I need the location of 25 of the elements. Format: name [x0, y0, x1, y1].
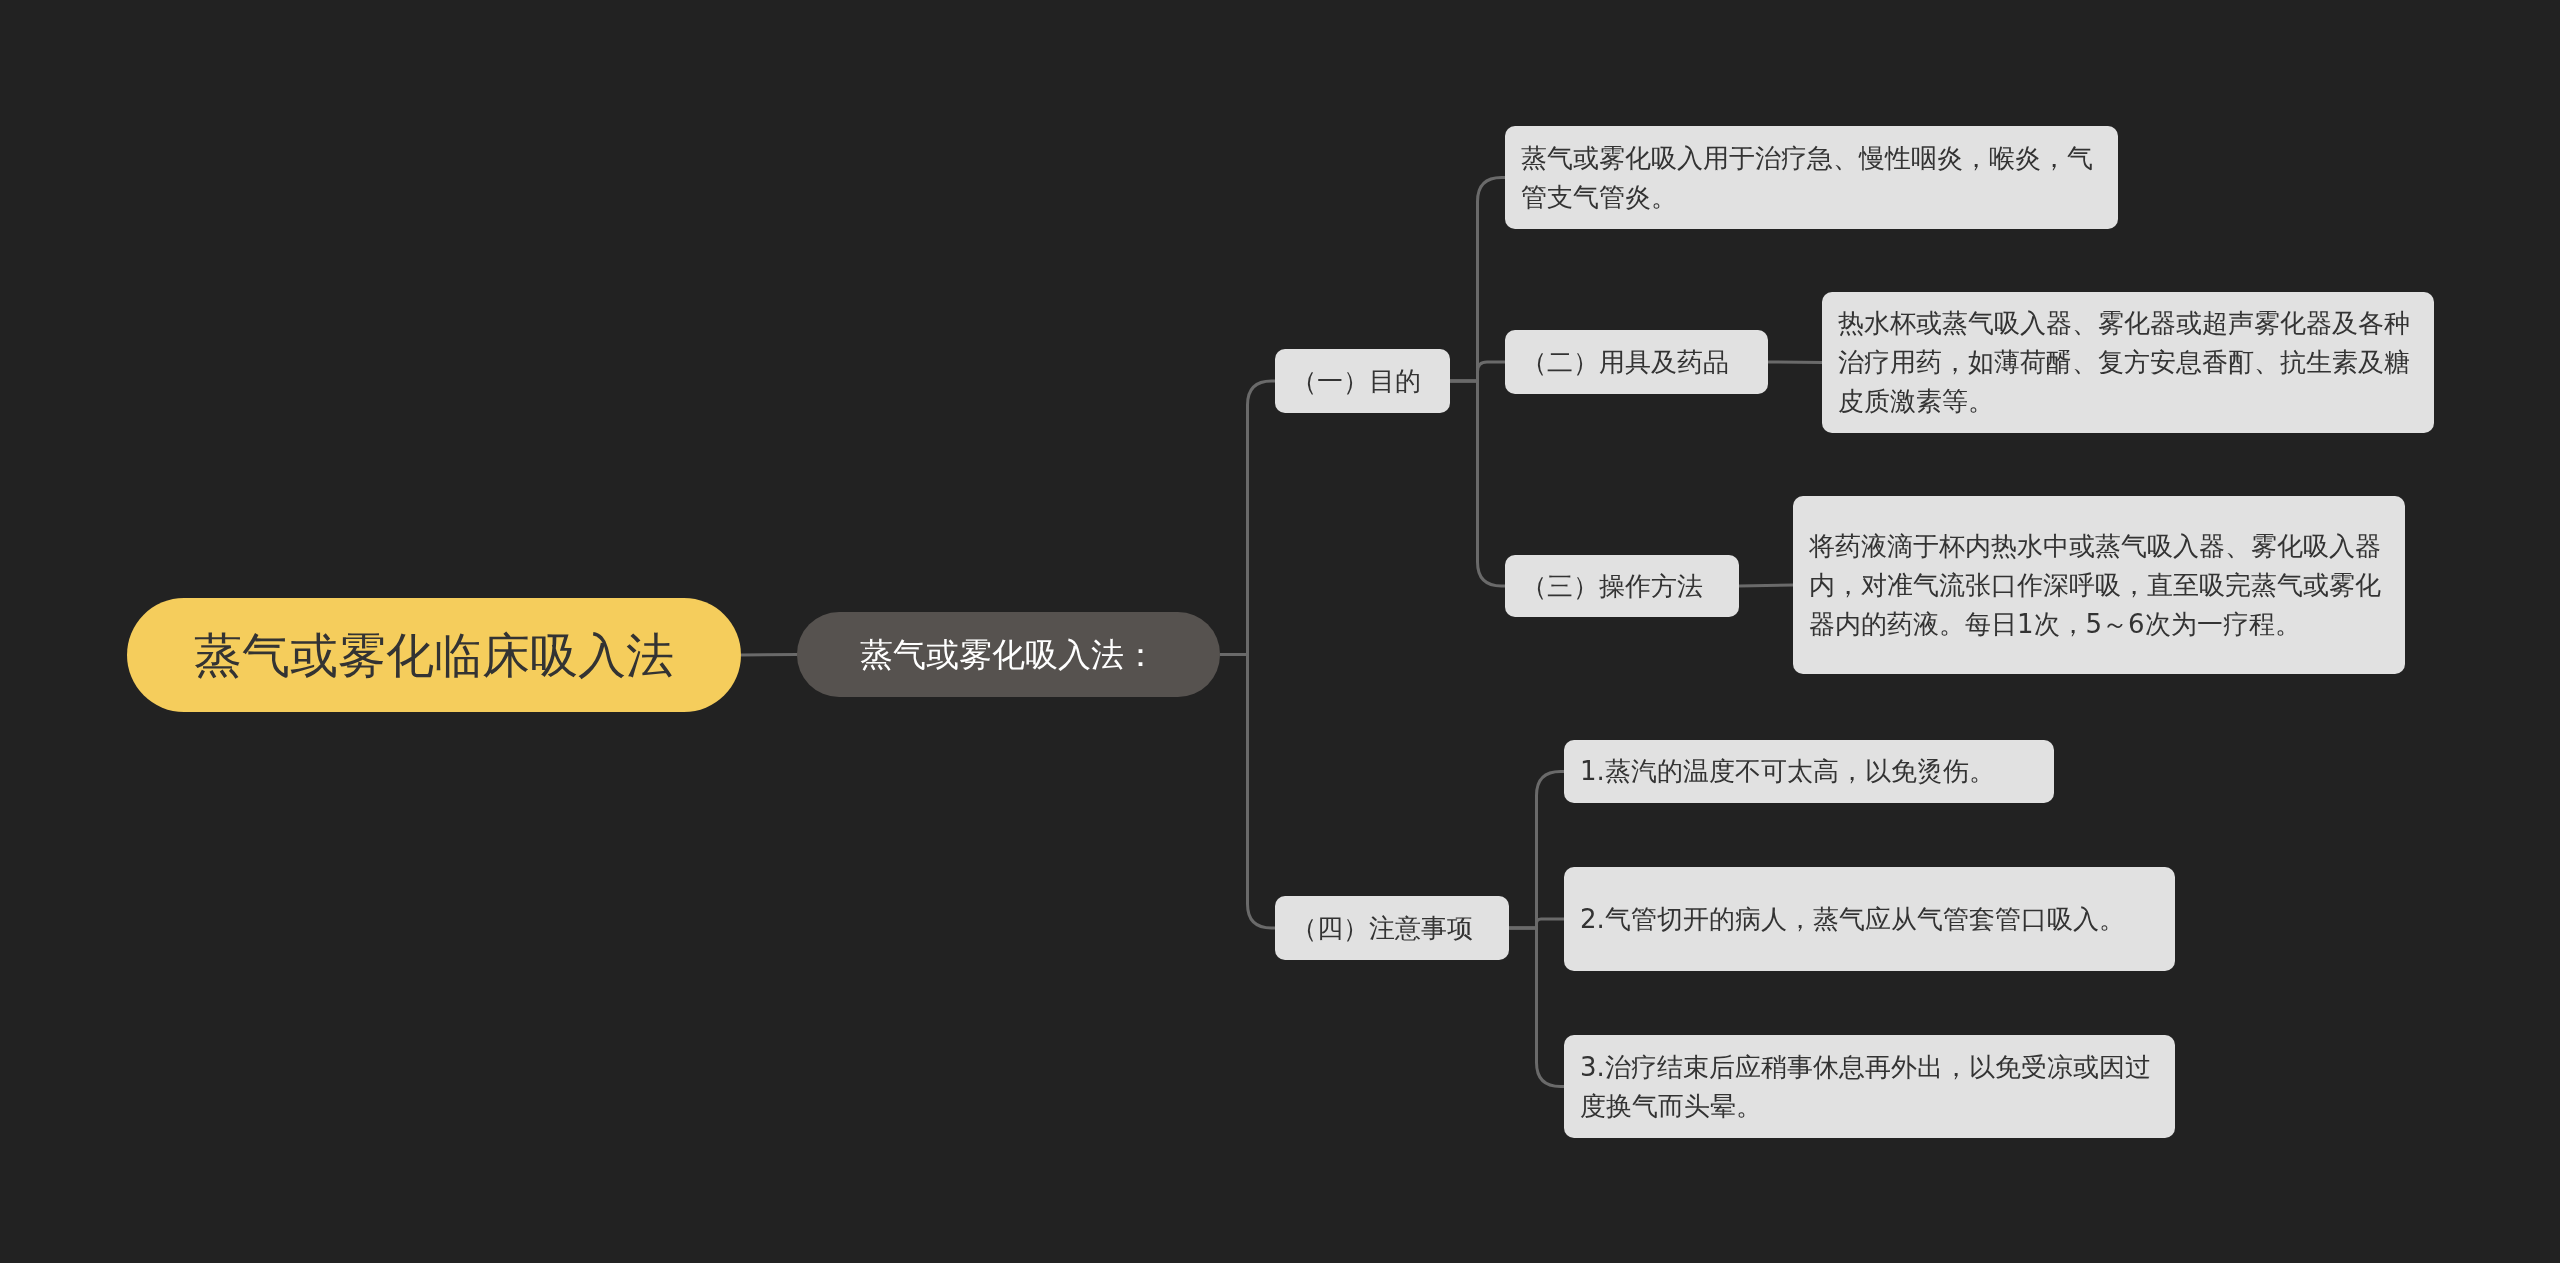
- topic-text: 1.蒸汽的温度不可太高，以免烫伤。: [1580, 755, 1995, 788]
- connector-line: [1768, 360, 1822, 364]
- topic-text: （三）操作方法: [1521, 569, 1703, 603]
- topic-box: [1275, 349, 1450, 413]
- topic-box: [1564, 740, 2054, 803]
- topic-box: [1564, 1035, 2175, 1138]
- connector-line: [1738, 583, 1794, 588]
- topic-box: [1275, 896, 1509, 960]
- topic-text: 蒸气或雾化吸入法：: [860, 633, 1157, 676]
- topic-text: 蒸气或雾化临床吸入法: [194, 626, 674, 685]
- topic-box: [1505, 555, 1739, 617]
- topic-text: （四）注意事项: [1291, 911, 1473, 945]
- topic-box: [1822, 292, 2434, 433]
- topic-box: [1564, 867, 2175, 971]
- topic-text: 3.治疗结束后应稍事休息再外出，以免受凉或因过度换气而头晕。: [1580, 1050, 2152, 1123]
- topic-text: 2.气管切开的病人，蒸气应从气管套管口吸入。: [1580, 902, 2125, 936]
- topic-text: （二）用具及药品: [1521, 345, 1729, 379]
- topic-box: [1505, 126, 2118, 229]
- topic-box: [1793, 496, 2405, 674]
- topic-text: 热水杯或蒸气吸入器、雾化器或超声雾化器及各种治疗用药，如薄荷醑、复方安息香酊、抗生素及糖皮质激素等。: [1838, 307, 2411, 418]
- connector-line: [741, 653, 797, 657]
- topic-text: 蒸气或雾化吸入用于治疗急、慢性咽炎，喉炎，气管支气管炎。: [1521, 141, 2094, 214]
- topic-box: [1505, 330, 1768, 394]
- topic-text: 将药液滴于杯内热水中或蒸气吸入器、雾化吸入器内，对准气流张口作深呼吸，直至吸完蒸气或雾化器内的药液。每日1次，5～6次为一疗程。: [1809, 529, 2382, 641]
- topic-text: （一）目的: [1291, 364, 1421, 398]
